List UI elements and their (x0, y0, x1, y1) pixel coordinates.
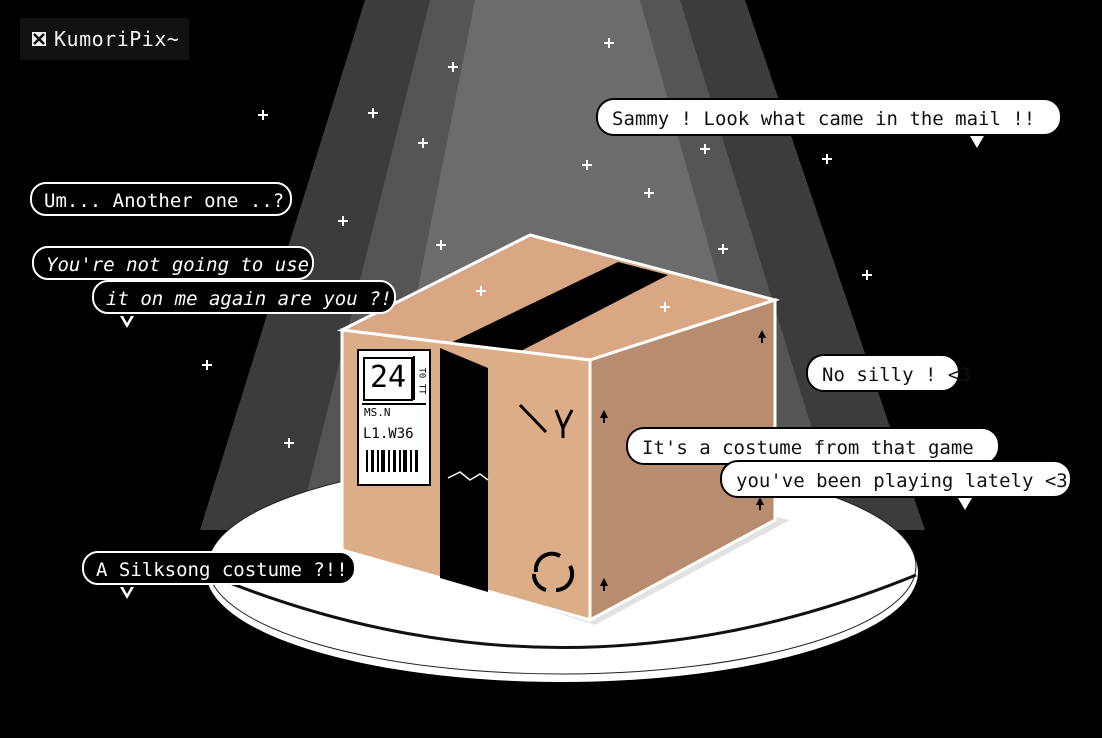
dialogue-bubble-costume-1: It's a costume from that game (628, 429, 998, 463)
watermark: KumoriPix~ (20, 18, 190, 60)
checkbox-x-icon (30, 30, 48, 48)
box-tape-top (440, 262, 668, 368)
this-side-up-arrow-icon (600, 330, 766, 591)
barcode (366, 450, 418, 472)
dialogue-bubble-um-another: Um... Another one ..? (30, 182, 292, 216)
sparkles (202, 38, 872, 448)
label-side-text: T0 TT (416, 367, 427, 395)
label-line-2: L1.W36 (363, 426, 414, 442)
dialogue-bubble-not-going-1: You're not going to use (32, 246, 314, 280)
package-box (336, 233, 781, 623)
dialogue-bubble-no-silly: No silly ! <3 (808, 356, 971, 390)
bubble-tail (120, 585, 134, 599)
dialogue-bubble-costume-2: you've been playing lately <3 (722, 462, 1070, 496)
bubble-tail (120, 314, 134, 328)
dialogue-bubble-silksong: A Silksong costume ?!! (82, 551, 356, 585)
bubble-tail (958, 498, 972, 510)
label-number: 24 (369, 360, 407, 395)
dialogue-bubble-sammy-look: Sammy ! Look what came in the mail !! (598, 100, 1060, 134)
shipping-label (357, 349, 431, 486)
label-line-1: MS.N (364, 406, 391, 419)
bubble-tail (970, 136, 984, 148)
fragile-glass-icon (518, 403, 574, 438)
recycle-icon (532, 551, 575, 593)
dialogue-bubble-not-going-2: it on me again are you ?! (92, 280, 396, 314)
box-tape-front (440, 348, 488, 592)
watermark-label: KumoriPix~ (54, 27, 180, 51)
